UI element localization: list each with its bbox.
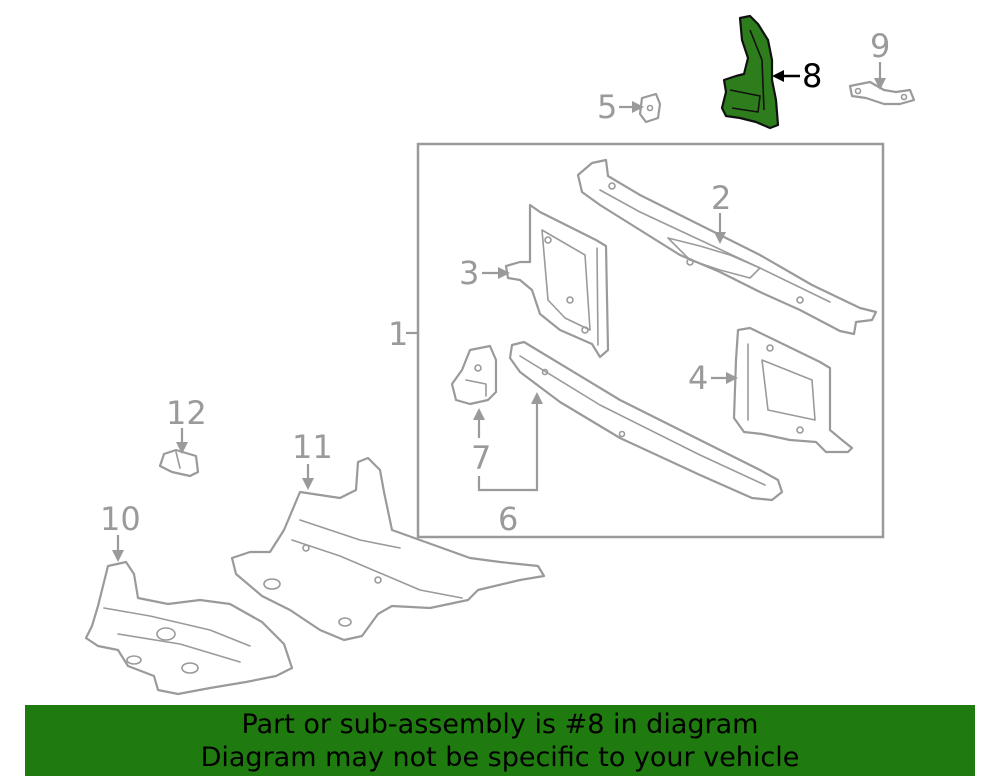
banner-line-2: Diagram may not be specific to your vehi…	[200, 742, 800, 773]
callout-3[interactable]: 3	[459, 254, 510, 292]
part-4-right-side-panel[interactable]	[732, 326, 854, 454]
svg-text:10: 10	[100, 500, 141, 538]
callout-7[interactable]: 7	[471, 408, 491, 477]
part-2-upper-support[interactable]	[576, 158, 878, 336]
part-3-left-side-panel[interactable]	[504, 203, 610, 359]
callout-6[interactable]: 6	[477, 392, 543, 538]
part-7-bracket[interactable]	[450, 344, 498, 406]
info-banner: Part or sub-assembly is #8 in diagram Di…	[25, 705, 975, 776]
part-11-under-cover[interactable]	[230, 456, 546, 642]
callout-4[interactable]: 4	[688, 359, 738, 397]
callout-5[interactable]: 5	[597, 88, 644, 126]
part-8-highlighted-bracket[interactable]	[720, 14, 780, 130]
banner-line-1: Part or sub-assembly is #8 in diagram	[241, 709, 759, 740]
callout-2[interactable]: 2	[711, 179, 731, 244]
svg-text:4: 4	[688, 359, 708, 397]
svg-text:11: 11	[292, 428, 333, 466]
part-12-mount[interactable]	[158, 448, 200, 478]
svg-text:7: 7	[471, 439, 491, 477]
svg-text:1: 1	[388, 315, 408, 353]
assembly-frame	[416, 142, 885, 539]
callout-11[interactable]: 11	[292, 428, 333, 490]
svg-text:3: 3	[459, 254, 479, 292]
svg-text:12: 12	[166, 394, 207, 432]
svg-text:8: 8	[802, 57, 822, 95]
callout-12[interactable]: 12	[166, 394, 207, 454]
svg-text:6: 6	[498, 500, 518, 538]
callout-1[interactable]: 1	[388, 315, 418, 353]
callout-10[interactable]: 10	[100, 500, 141, 562]
callout-8[interactable]: 8	[772, 57, 822, 95]
svg-text:2: 2	[711, 179, 731, 217]
part-10-splash-shield[interactable]	[84, 560, 294, 696]
callout-9[interactable]: 9	[870, 27, 890, 90]
part-6-lower-crossmember[interactable]	[508, 340, 784, 502]
svg-text:9: 9	[870, 27, 890, 65]
svg-text:5: 5	[597, 88, 617, 126]
part-5-clip[interactable]	[638, 92, 662, 124]
